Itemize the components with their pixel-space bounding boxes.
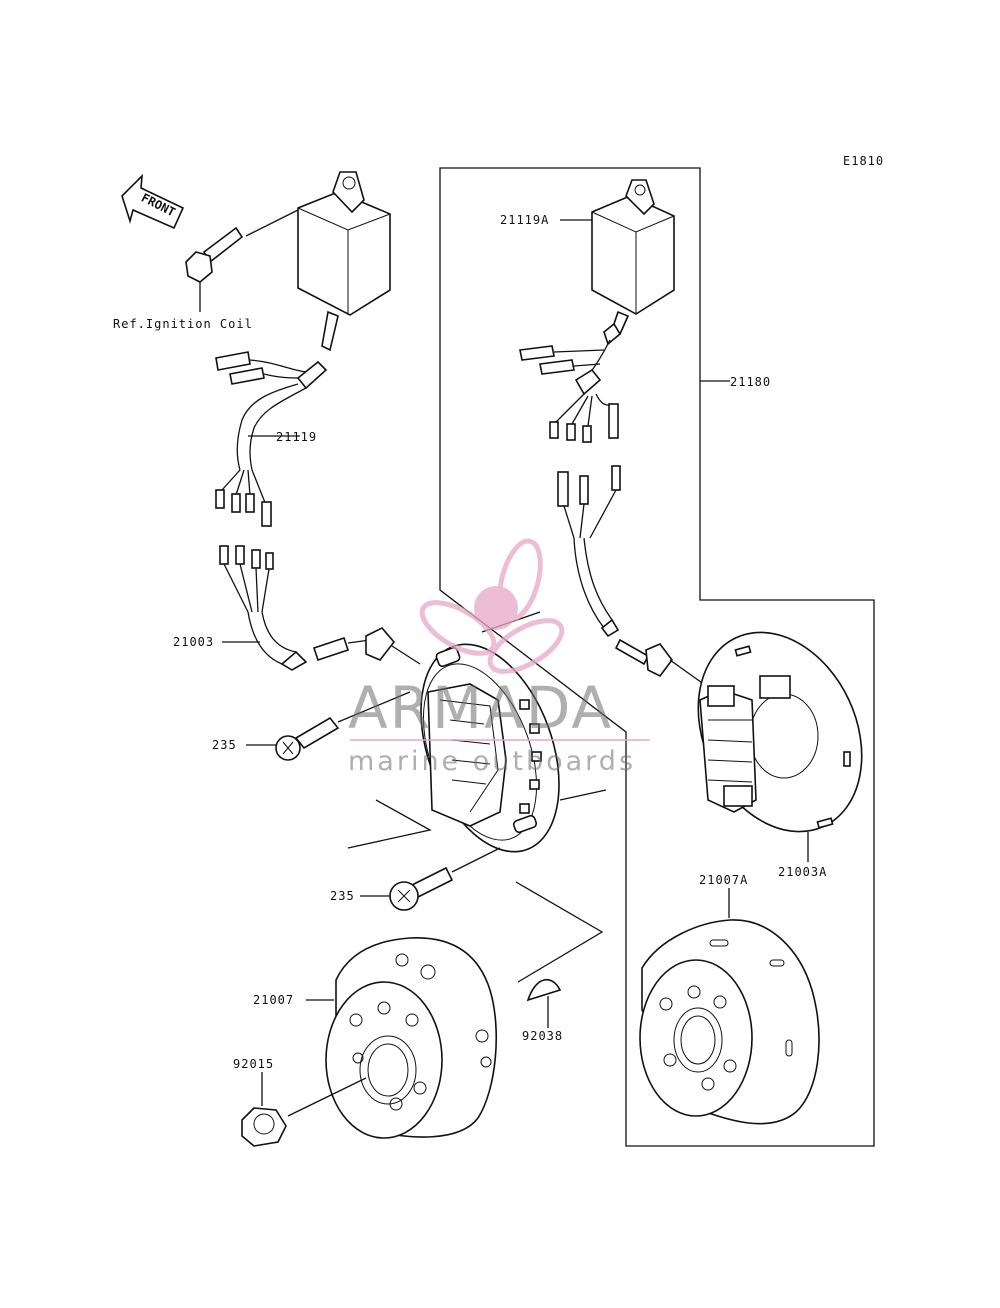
part-235-upper-label: 235 <box>212 738 237 752</box>
part-21003A-label: 21003A <box>778 865 827 879</box>
screw-235-lower <box>389 847 501 911</box>
diagram-code: E1810 <box>843 154 884 168</box>
part-21003-label: 21003 <box>173 635 214 649</box>
harness-21119 <box>215 351 328 527</box>
part-21007-label: 21007 <box>253 993 294 1007</box>
flywheel-21007 <box>325 937 498 1139</box>
harness-21003 <box>219 545 421 671</box>
part-21119A-label: 21119A <box>500 213 549 227</box>
part-92038-label: 92038 <box>522 1029 563 1043</box>
ref-ignition-coil-label: Ref.Ignition Coil <box>113 317 253 331</box>
watermark-tagline: marine outboards <box>348 746 636 777</box>
screw-235-upper <box>275 691 411 761</box>
assembly-21180-frame <box>439 167 875 1147</box>
stator-21003 <box>420 643 560 853</box>
key-92038 <box>526 979 562 1028</box>
stator-21003A <box>697 631 863 833</box>
ref-bolt <box>185 209 299 312</box>
part-21180-label: 21180 <box>730 375 771 389</box>
cdi-unit-21119A <box>591 179 675 336</box>
harness-21180-lower <box>557 465 713 691</box>
part-21007A-label: 21007A <box>699 873 748 887</box>
front-arrow-icon: FRONT <box>121 173 185 230</box>
flywheel-21007A <box>639 919 820 1125</box>
part-235-lower-label: 235 <box>330 889 355 903</box>
part-92015-label: 92015 <box>233 1057 274 1071</box>
nut-92015 <box>241 1077 367 1147</box>
armada-watermark-logo <box>350 538 650 741</box>
watermark-brand: ARMADA <box>348 674 613 742</box>
part-21119-label: 21119 <box>276 430 317 444</box>
harness-21180-upper <box>519 322 622 443</box>
ignition-coil-ref <box>297 171 391 352</box>
